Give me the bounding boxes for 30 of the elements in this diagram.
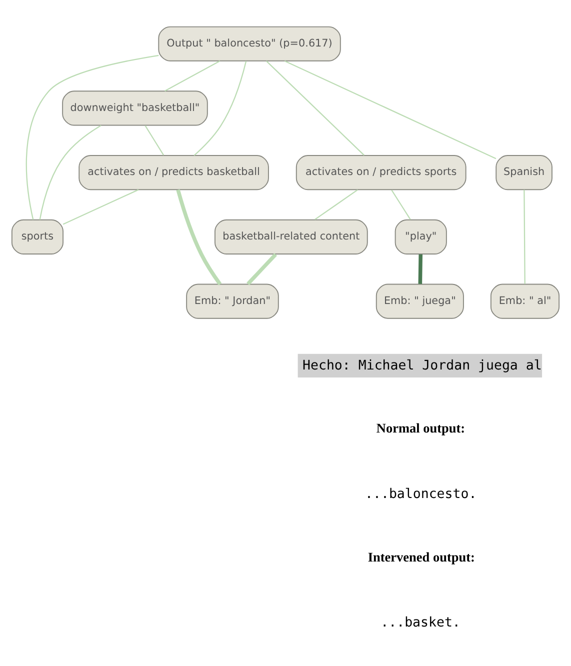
connector (284, 60, 496, 159)
connector (314, 188, 358, 220)
connector (391, 189, 411, 220)
node-box: Emb: " Jordan" (186, 283, 279, 318)
node-box: activates on / predicts sports (296, 154, 466, 190)
node-box: Spanish (496, 154, 552, 190)
connector (418, 254, 423, 284)
connector (266, 60, 365, 156)
connector (524, 189, 526, 284)
node-box: Output " baloncesto" (p=0.617) (158, 26, 341, 61)
node-box: basketball-related content (214, 218, 368, 254)
connector (62, 188, 139, 224)
connector (144, 124, 164, 155)
connector (26, 54, 159, 220)
connector (246, 252, 278, 285)
node-box: downweight "basketball" (62, 90, 208, 126)
label: ...baloncesto. (365, 486, 477, 502)
label: Normal output: (376, 420, 466, 436)
node-box: "play" (394, 218, 447, 254)
label: Intervened output: (368, 548, 475, 564)
node-box: Emb: " juega" (376, 283, 464, 318)
connector (164, 60, 220, 91)
connector (39, 124, 102, 220)
node-box: Emb: " al" (490, 283, 560, 318)
node-box: sports (11, 218, 64, 254)
label: Hecho: Michael Jordan juega al (302, 358, 542, 374)
connector (194, 60, 247, 156)
connector (176, 188, 222, 285)
node-box: activates on / predicts basketball (78, 154, 269, 190)
label: ...basket. (380, 615, 460, 630)
